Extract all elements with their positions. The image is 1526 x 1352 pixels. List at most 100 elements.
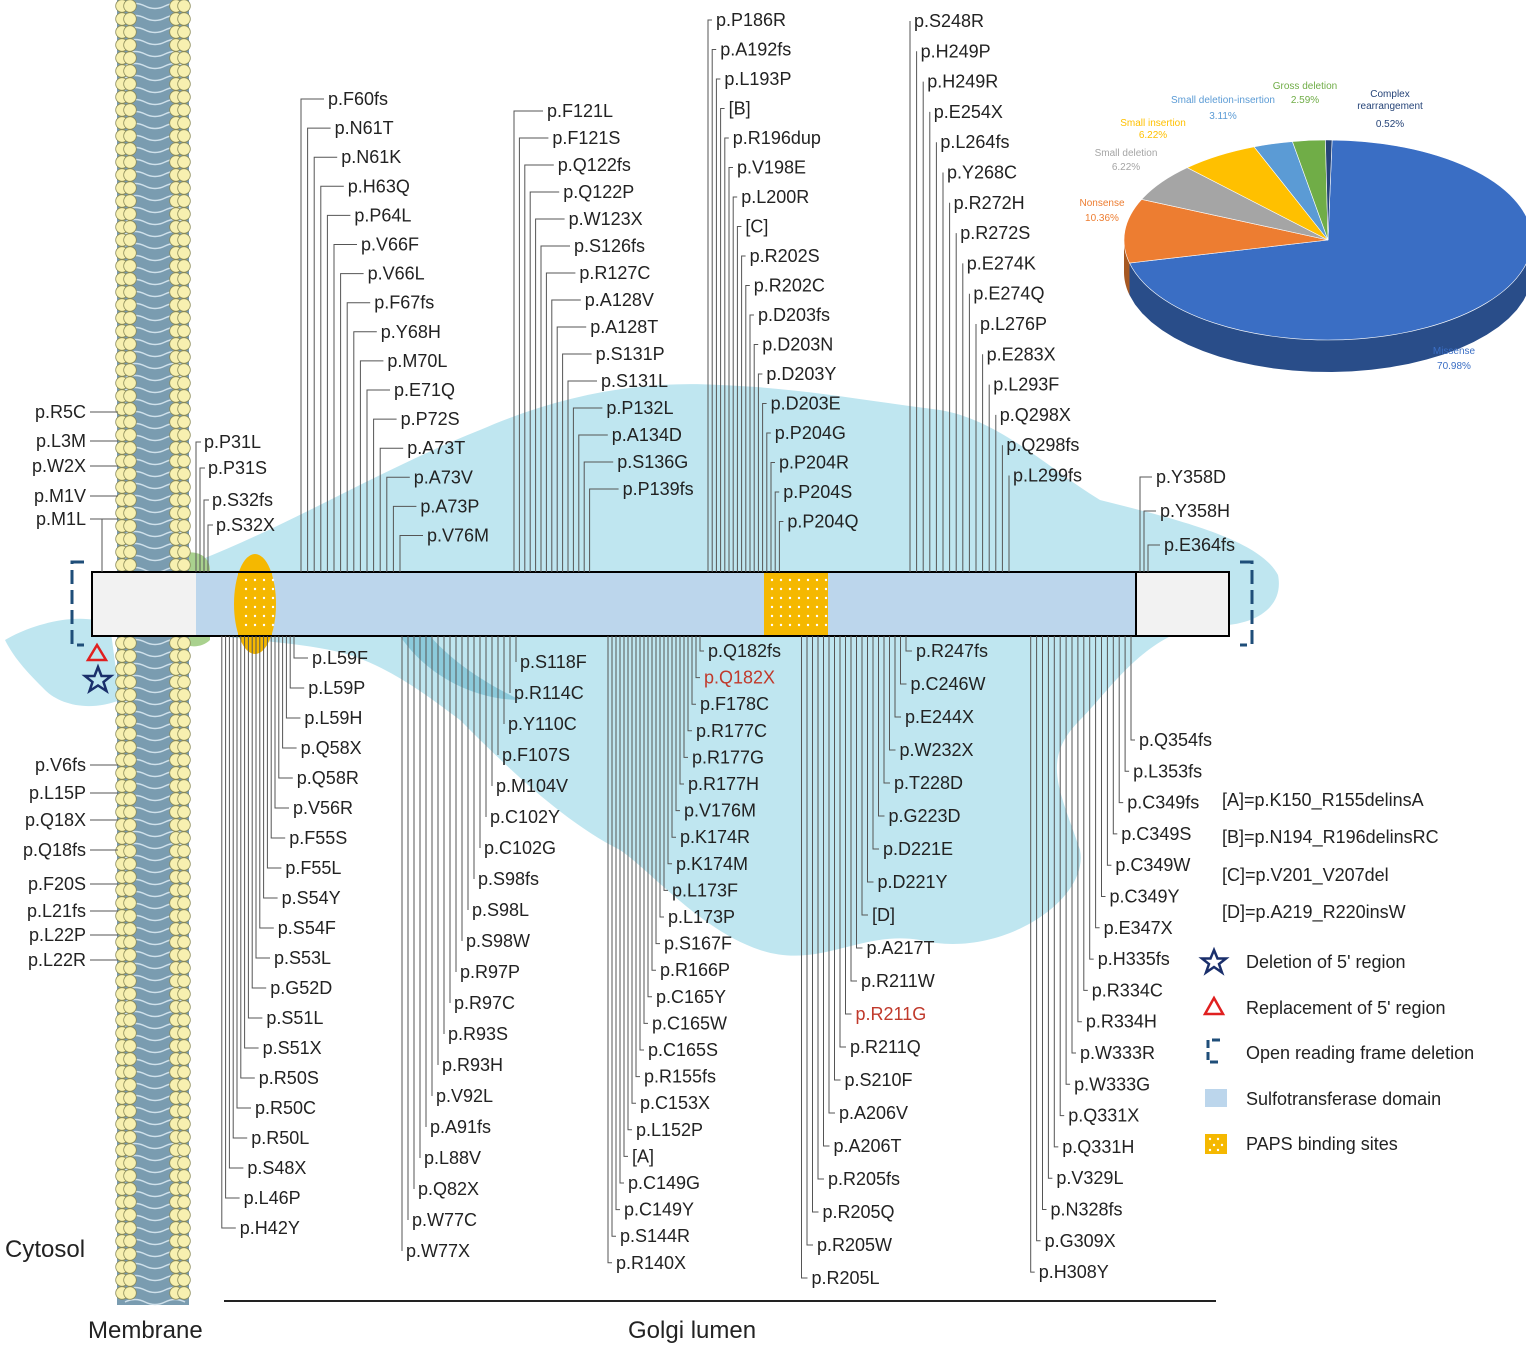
lipid-head: [177, 1013, 191, 1027]
lipid-head: [177, 285, 191, 299]
leader-line: [770, 462, 775, 572]
lipid-head: [177, 714, 191, 728]
leader-line: [1124, 636, 1130, 772]
mutation-label: p.S167F: [664, 934, 732, 954]
lipid-head: [123, 129, 137, 143]
leader-line: [366, 389, 390, 572]
mutation-label: p.W333R: [1080, 1043, 1155, 1063]
mutation-label: p.W333G: [1074, 1074, 1150, 1094]
lipid-head: [177, 779, 191, 793]
leader-line: [326, 214, 351, 572]
mutation-label: p.T228D: [894, 773, 963, 793]
paps-dot: [797, 623, 801, 627]
mutation-label: p.G223D: [889, 806, 961, 826]
lipid-head: [123, 454, 137, 468]
lipid-head: [177, 649, 191, 663]
mutation-label: p.S248R: [914, 11, 984, 31]
mutation-label: p.S131L: [601, 371, 668, 391]
leader-line: [255, 636, 270, 959]
mutation-label: p.L59P: [308, 678, 365, 698]
paps-dot: [770, 623, 774, 627]
leader-line: [817, 636, 824, 1180]
lipid-head: [177, 1247, 191, 1261]
lipid-head: [123, 1273, 137, 1287]
mutation-label: p.S48X: [247, 1158, 306, 1178]
lipid-head: [177, 1195, 191, 1209]
mutation-label: p.R202C: [754, 276, 825, 296]
paps-dot: [244, 587, 248, 591]
mutation-label: p.Q18X: [25, 810, 86, 830]
lumen-streak: [400, 636, 520, 700]
paps-dot: [271, 623, 275, 627]
leader-line: [889, 636, 896, 751]
mutation-label: p.S131P: [596, 344, 665, 364]
lipid-head: [123, 415, 137, 429]
paps-dot: [788, 587, 792, 591]
mutation-label: p.S51X: [263, 1038, 322, 1058]
leader-line: [1077, 636, 1082, 1023]
lipid-head: [123, 233, 137, 247]
lipid-head: [123, 493, 137, 507]
mutation-label: p.M1L: [36, 509, 86, 529]
paps-dot: [262, 623, 266, 627]
paps-dot: [770, 587, 774, 591]
lipid-head: [177, 1156, 191, 1170]
lipid-head: [177, 831, 191, 845]
mutation-label: p.C349Y: [1110, 887, 1180, 907]
lipid-head: [123, 272, 137, 286]
mutation-label: p.V329L: [1056, 1168, 1123, 1188]
mutation-label: p.S54Y: [282, 888, 341, 908]
mutation-label: p.Q298fs: [1006, 435, 1079, 455]
mutation-label: p.D221E: [883, 839, 953, 859]
mutation-label: p.H335fs: [1098, 949, 1170, 969]
lipid-head: [123, 519, 137, 533]
leader-line: [572, 407, 603, 572]
mutation-label: p.S210F: [845, 1070, 913, 1090]
lipid-head: [177, 220, 191, 234]
lipid-head: [177, 194, 191, 208]
mutation-label: p.S98fs: [478, 869, 539, 889]
mutation-label: p.L15P: [29, 783, 86, 803]
mutation-label: p.P64L: [354, 205, 411, 225]
paps-dot: [770, 596, 774, 600]
lipid-head: [123, 974, 137, 988]
lipid-head: [123, 77, 137, 91]
paps-dot: [824, 614, 828, 618]
lipid-head: [123, 480, 137, 494]
lipid-head: [123, 1039, 137, 1053]
pie-value-label: 3.11%: [1209, 111, 1237, 122]
leader-line: [513, 110, 543, 572]
lipid-head: [177, 766, 191, 780]
mutation-label: p.E274K: [967, 253, 1036, 273]
mutation-label: p.C349fs: [1127, 793, 1199, 813]
pie-category-label: Small deletion: [1095, 148, 1158, 159]
mutation-label: p.L299fs: [1013, 466, 1082, 486]
lipid-head: [177, 636, 191, 650]
mutation-label: p.L276P: [980, 314, 1047, 334]
mutation-label: p.Y358D: [1156, 467, 1226, 487]
pie-category-label: Gross deletion: [1273, 81, 1337, 92]
paps-dot: [788, 605, 792, 609]
leader-line: [834, 636, 841, 1081]
paps-dot: [262, 614, 266, 618]
lipid-head: [177, 116, 191, 130]
mutation-label: p.G52D: [270, 978, 332, 998]
mutation-label: p.S53L: [274, 948, 331, 968]
mutation-label: p.G309X: [1045, 1231, 1116, 1251]
orf-bracket-left: [70, 560, 84, 647]
mutation-label: p.D203N: [762, 335, 833, 355]
lipid-head: [123, 506, 137, 520]
lipid-head: [177, 311, 191, 325]
leader-line: [635, 636, 640, 1078]
lipid-head: [123, 870, 137, 884]
paps-dot: [806, 578, 810, 582]
leader-line: [282, 636, 297, 749]
leader-line: [203, 499, 209, 572]
mutation-label: p.L200R: [741, 187, 809, 207]
lipid-head: [123, 376, 137, 390]
mutation-label: p.W123X: [569, 209, 643, 229]
mutation-label: p.Q354fs: [1139, 730, 1212, 750]
leader-line: [1101, 636, 1106, 897]
leader-line: [285, 636, 301, 719]
